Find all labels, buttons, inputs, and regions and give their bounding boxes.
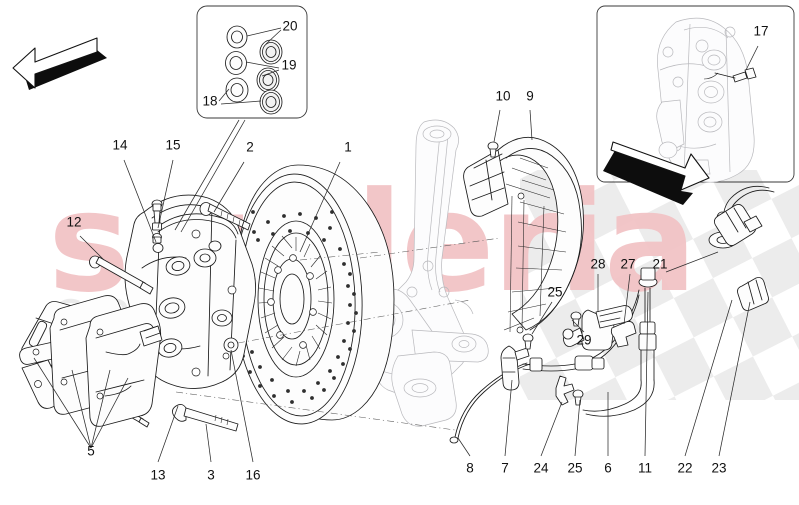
brake-line-assembly: [449, 185, 775, 444]
caliper-plug: [703, 67, 757, 83]
brake-disc: [232, 164, 395, 425]
seal-rings: [225, 25, 283, 115]
pipe-bracket: [562, 305, 633, 351]
dust-shield-screw: [487, 141, 499, 158]
callout-23: 23: [711, 461, 726, 476]
callout-2: 2: [246, 140, 254, 155]
callout-7: 7: [501, 461, 509, 476]
callout-12: 12: [66, 215, 81, 230]
brake-pad-set: [19, 295, 163, 427]
callout-17: 17: [753, 24, 768, 39]
callout-20: 20: [282, 19, 297, 34]
pad-pin-bolt: [89, 255, 154, 295]
callout-numbers: 1 2 3 5 6 7 8 9 10 11 12 13 14 15 16 17 …: [66, 19, 768, 483]
direction-arrow-left: [12, 37, 107, 90]
callout-1: 1: [344, 140, 352, 155]
callout-6: 6: [604, 461, 612, 476]
callout-leaders: [33, 45, 759, 463]
callout-18: 18: [202, 94, 217, 109]
callout-19: 19: [281, 58, 296, 73]
callout-16: 16: [245, 468, 260, 483]
dust-shield: [463, 136, 584, 334]
callout-27: 27: [620, 257, 635, 272]
callout-14: 14: [112, 138, 128, 153]
callout-3: 3: [207, 468, 215, 483]
bleed-screw-assembly: [151, 199, 163, 244]
caliper-anchor-bolt: [223, 337, 239, 353]
cable-clip: [737, 277, 769, 311]
callout-21: 21: [652, 257, 667, 272]
caliper-rear-ghost: [656, 17, 755, 183]
callout-11: 11: [638, 461, 652, 476]
direction-arrow-inset: [603, 141, 710, 205]
callout-24: 24: [533, 461, 549, 476]
callout-25b: 25: [547, 285, 562, 300]
callout-13: 13: [150, 468, 165, 483]
inset-seal-rings: [174, 5, 308, 233]
disc-retaining-bolt: [199, 202, 251, 231]
callout-22: 22: [677, 461, 692, 476]
callout-8: 8: [466, 461, 474, 476]
callout-29: 29: [576, 333, 591, 348]
callout-15: 15: [165, 138, 180, 153]
sensor-connector: [713, 203, 763, 247]
assembly-axis-lines: [175, 237, 501, 431]
callout-9: 9: [526, 89, 534, 104]
inset-caliper-rear: [596, 5, 795, 205]
pipe-bracket-small: [610, 321, 637, 348]
callout-25: 25: [567, 461, 582, 476]
callout-5: 5: [87, 444, 95, 459]
caliper-mounting-bolt: [171, 403, 239, 432]
callout-28: 28: [590, 257, 605, 272]
hose-retaining-clip: [555, 375, 575, 406]
bracket-screw: [570, 311, 582, 327]
callout-10: 10: [495, 89, 510, 104]
